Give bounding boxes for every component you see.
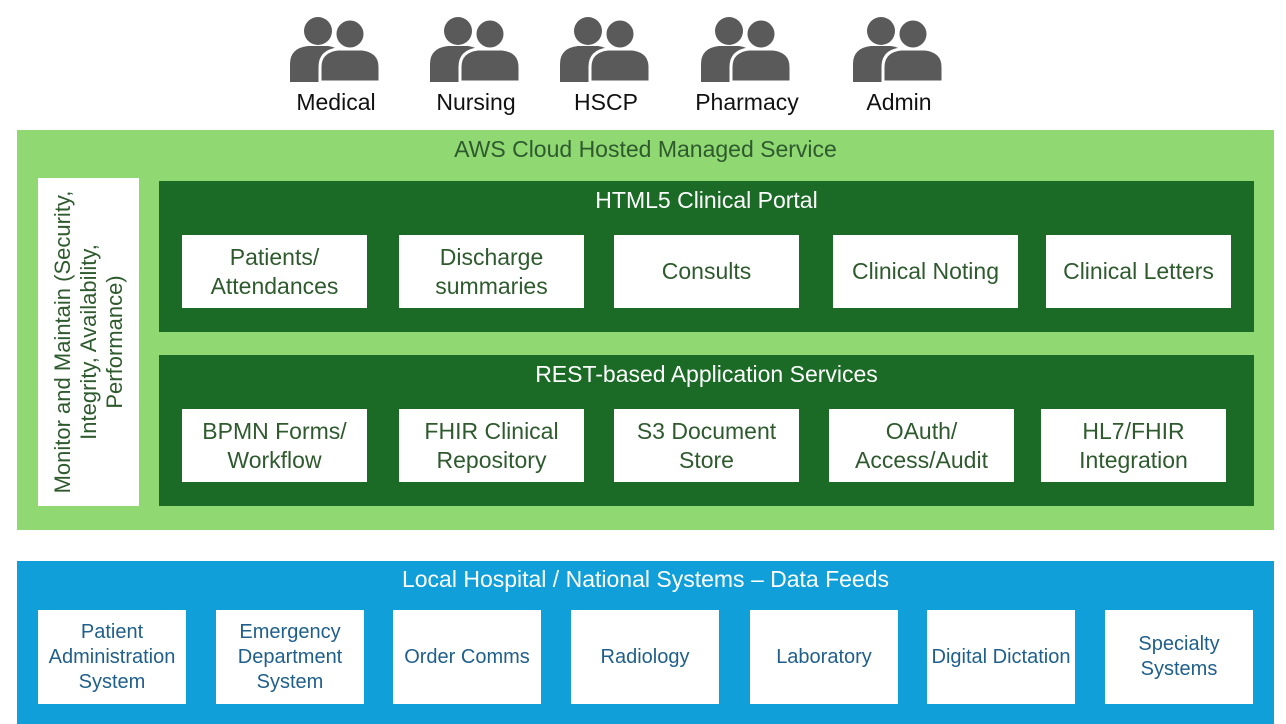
feed-box: Specialty Systems [1105,610,1253,704]
feed-box: Emergency Department System [216,610,364,704]
aws-service-panel: AWS Cloud Hosted Managed Service Monitor… [17,130,1274,530]
feed-box: Radiology [571,610,719,704]
portal-box: Clinical Noting [833,235,1018,308]
portal-box: Discharge summaries [399,235,584,308]
clinical-portal-band: HTML5 Clinical Portal Patients/ Attendan… [159,181,1254,332]
users-icon [853,17,945,82]
feeds-title: Local Hospital / National Systems – Data… [401,566,890,592]
rest-services-band: REST-based Application Services BPMN For… [159,355,1254,506]
user-label: Medical [296,89,376,115]
user-label: HSCP [574,89,638,115]
user-nursing: Nursing [411,14,541,116]
user-medical: Medical [271,14,401,116]
service-box: BPMN Forms/ Workflow [182,409,367,482]
feed-box: Order Comms [393,610,541,704]
users-icon [430,17,522,82]
portal-box: Consults [614,235,799,308]
monitor-label: Monitor and Maintain (Security, Integrit… [49,190,127,494]
users-icon [560,17,652,82]
service-box: FHIR Clinical Repository [399,409,584,482]
user-hscp: HSCP [541,14,671,116]
portal-box: Clinical Letters [1046,235,1231,308]
user-admin: Admin [834,14,964,116]
portal-title: HTML5 Clinical Portal [595,187,818,213]
feed-box: Patient Administration System [38,610,186,704]
service-box: OAuth/ Access/Audit [829,409,1014,482]
users-icon [290,17,382,82]
rest-title: REST-based Application Services [535,361,878,387]
feed-box: Digital Dictation [927,610,1075,704]
user-label: Pharmacy [695,89,799,115]
service-box: HL7/FHIR Integration [1041,409,1226,482]
users-icon [701,17,793,82]
feed-box: Laboratory [750,610,898,704]
service-box: S3 Document Store [614,409,799,482]
data-feeds-panel: Local Hospital / National Systems – Data… [17,561,1274,724]
monitor-panel: Monitor and Maintain (Security, Integrit… [38,178,139,506]
portal-box: Patients/ Attendances [182,235,367,308]
user-label: Nursing [436,89,516,115]
user-label: Admin [866,89,932,115]
user-pharmacy: Pharmacy [682,14,812,116]
aws-title: AWS Cloud Hosted Managed Service [454,136,837,162]
